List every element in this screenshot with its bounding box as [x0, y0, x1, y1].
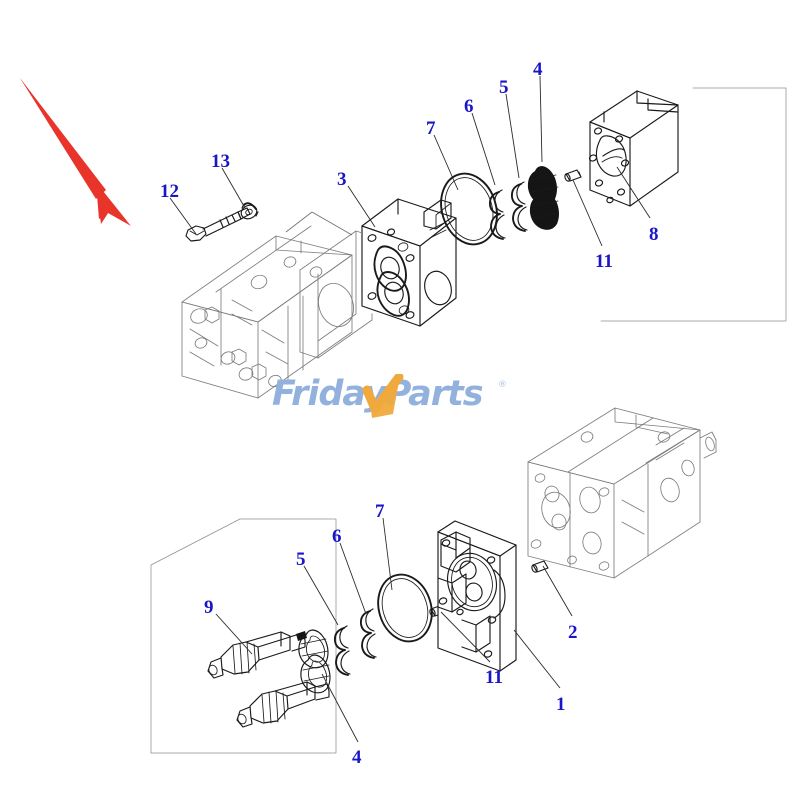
- upper-assembly: [181, 87, 787, 399]
- callout-11-upper[interactable]: 11: [595, 251, 613, 272]
- part-6-lower-backup-ring: [359, 608, 377, 659]
- callout-5-upper[interactable]: 5: [499, 77, 509, 98]
- part-9-gear-shaft-set: [207, 631, 330, 728]
- callout-7-upper[interactable]: 7: [426, 118, 436, 139]
- red-pointer-arrow: [20, 78, 131, 226]
- callout-4-upper[interactable]: 4: [533, 59, 543, 80]
- part-3-cover-housing: [361, 198, 458, 327]
- part-1-mounting-flange: [437, 494, 518, 672]
- part-7-lower-o-ring: [377, 573, 433, 643]
- leader-lines: [169, 75, 651, 743]
- callout-6-upper[interactable]: 6: [464, 96, 474, 117]
- part-8-gear-housing: [588, 90, 680, 212]
- callout-7-lower[interactable]: 7: [375, 501, 385, 522]
- part-13-washer: [240, 202, 259, 220]
- callout-9[interactable]: 9: [204, 597, 214, 618]
- part-4-gear-seal-pair: [527, 166, 559, 230]
- callout-5-lower[interactable]: 5: [296, 549, 306, 570]
- part-11-dowel-pin: [564, 169, 582, 182]
- callout-11-lower[interactable]: 11: [485, 667, 503, 688]
- lower-cut-plane: [150, 518, 337, 754]
- lower-assembly: [150, 405, 717, 754]
- part-5-seal-ring: [510, 181, 528, 232]
- part-6-backup-ring: [488, 189, 506, 240]
- callout-1[interactable]: 1: [556, 694, 566, 715]
- callout-4-lower[interactable]: 4: [352, 747, 362, 768]
- callout-12[interactable]: 12: [160, 181, 179, 202]
- upper-cut-plane: [600, 87, 787, 322]
- callout-3[interactable]: 3: [337, 169, 347, 190]
- part-2-pump-body: [527, 405, 717, 579]
- callout-2[interactable]: 2: [568, 622, 578, 643]
- callout-8[interactable]: 8: [649, 224, 659, 245]
- part-12-socket-bolt: [185, 207, 251, 242]
- callout-13[interactable]: 13: [211, 151, 230, 172]
- callout-6-lower[interactable]: 6: [332, 526, 342, 547]
- upper-pump-body: [181, 225, 373, 399]
- part-5-lower-seal-ring: [333, 625, 351, 676]
- part-4-lower-gear-seal-pair: [298, 629, 331, 694]
